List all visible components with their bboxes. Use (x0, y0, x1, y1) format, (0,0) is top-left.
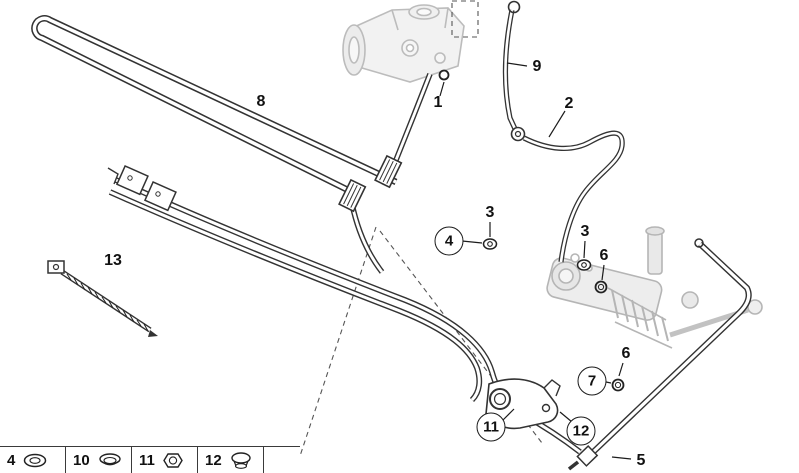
callout-6a: 6 (599, 247, 609, 264)
plug-icon (230, 452, 251, 469)
seal-washer-3b (576, 259, 592, 271)
callout-11: 11 (476, 412, 506, 442)
callout-1: 1 (433, 94, 443, 111)
union-fitting (374, 154, 403, 189)
callout-6b: 6 (621, 345, 631, 362)
pump-assembly (342, 4, 465, 83)
grommet-icon (98, 453, 121, 466)
legend-item-11: 11 (132, 447, 198, 473)
o-ring-1 (438, 69, 450, 81)
legend-item-12: 12 (198, 447, 264, 473)
legend-number: 10 (73, 452, 90, 469)
holder-bracket (485, 378, 561, 430)
callout-2: 2 (564, 95, 574, 112)
union-fitting (338, 178, 367, 213)
hose-9 (502, 0, 521, 133)
hose-tubes (31, 0, 752, 458)
dashed-leader-lines (299, 0, 543, 457)
cooler-loop-hose-8 (31, 15, 398, 199)
pump-feed-hose (393, 72, 433, 162)
hose-2 (522, 130, 625, 263)
callout-leader-lines (439, 62, 632, 460)
callout-7: 7 (577, 366, 607, 396)
callout-5: 5 (636, 452, 646, 469)
legend: 4 10 11 12 (0, 446, 300, 473)
callout-13: 13 (104, 252, 122, 269)
fittings (107, 126, 599, 471)
callout-9: 9 (532, 58, 542, 75)
legend-number: 4 (7, 452, 16, 469)
legend-item-10: 10 (66, 447, 132, 473)
cap-nut-icon (163, 453, 183, 468)
o-ring-6b (611, 378, 625, 392)
legend-spacer (264, 447, 300, 473)
seal-washer-3a (482, 238, 498, 250)
hose-5 (587, 238, 752, 458)
callout-3a: 3 (485, 204, 495, 221)
hose-5-end-fitting (567, 445, 599, 471)
cable-strap-13 (47, 260, 158, 337)
callout-3b: 3 (580, 223, 590, 240)
callout-8: 8 (256, 93, 266, 110)
o-ring-6a (594, 280, 608, 294)
pipe-clamp-bracket (107, 164, 177, 212)
steering-rack (546, 226, 763, 349)
return-hose-lower (108, 189, 483, 403)
small-seal-parts (438, 69, 625, 392)
banjo-fitting (510, 126, 526, 142)
legend-item-4: 4 (0, 447, 66, 473)
cooler-link-hose (349, 203, 385, 274)
seal-ring-icon (24, 453, 47, 468)
callout-4: 4 (434, 226, 464, 256)
legend-number: 11 (139, 452, 155, 469)
legend-number: 12 (205, 452, 222, 469)
callout-12: 12 (566, 416, 596, 446)
